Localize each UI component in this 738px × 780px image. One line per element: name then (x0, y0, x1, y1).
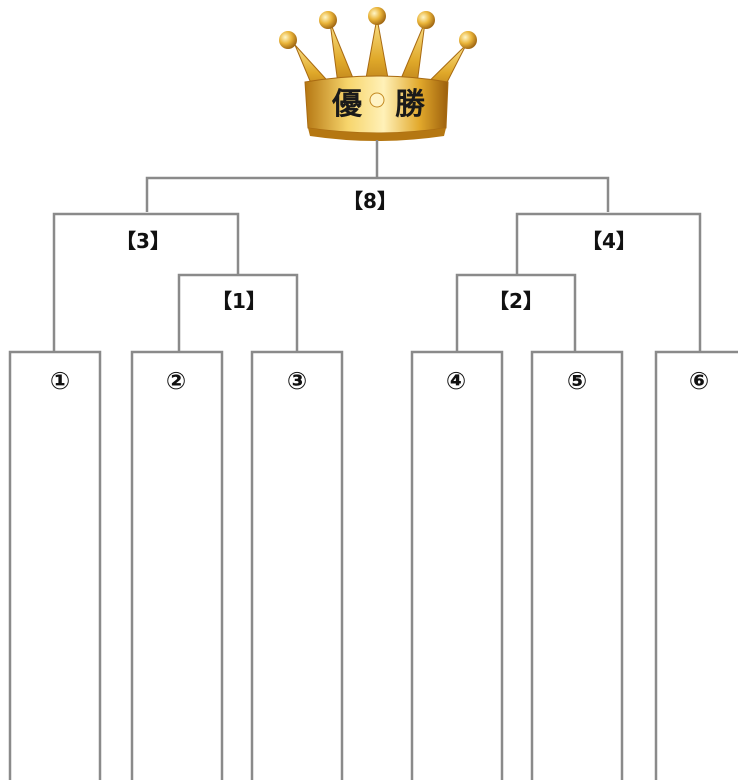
entrant-3: ③ (287, 367, 307, 395)
match-label-final: 【8】 (343, 189, 397, 213)
match-label-1: 【1】 (212, 289, 266, 313)
match-label-4: 【4】 (582, 229, 636, 253)
crown-label-right: 勝 (395, 87, 426, 122)
match-label-2: 【2】 (489, 289, 543, 313)
match-label-3: 【3】 (116, 229, 170, 253)
entrant-1: ① (50, 367, 70, 395)
entrant-5: ⑤ (567, 367, 587, 395)
entrant-6: ⑥ (689, 367, 709, 395)
crown-icon: 優 勝 (279, 7, 477, 141)
entrant-4: ④ (446, 367, 466, 395)
entrant-2: ② (166, 367, 186, 395)
crown-label-left: 優 (331, 87, 363, 122)
